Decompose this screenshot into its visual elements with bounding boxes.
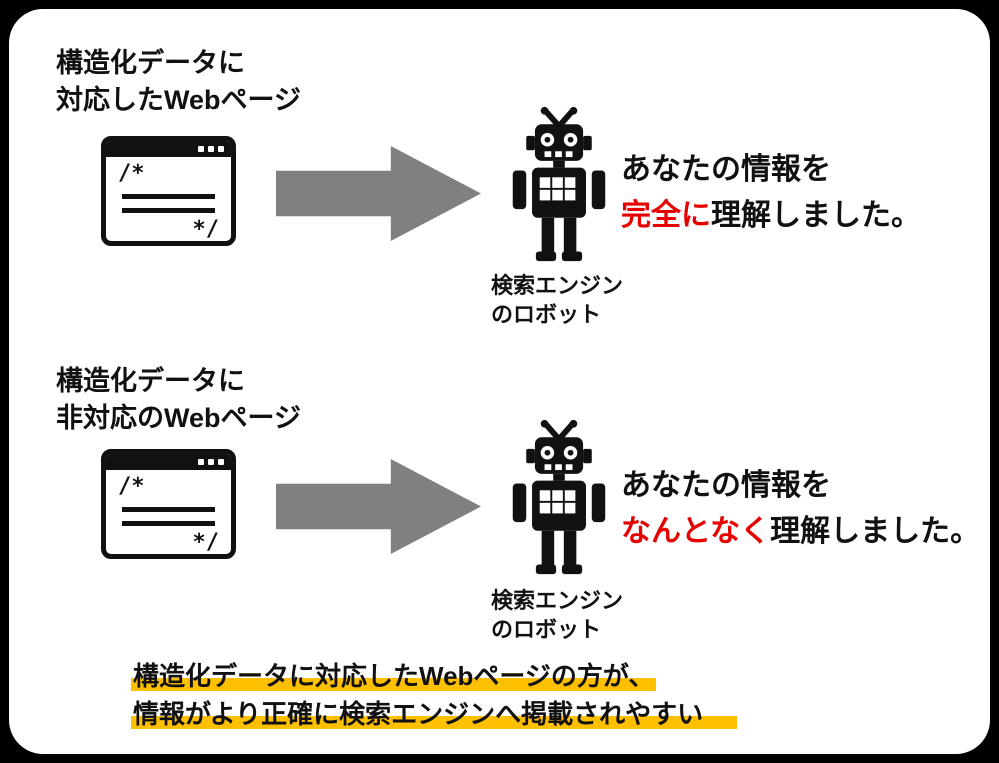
row1-heading: 構造化データに 対応したWebページ [56,45,301,119]
result-emphasis: なんとなく [621,515,771,548]
window-dot-icon [218,459,224,465]
row2-heading: 構造化データに 非対応のWebページ [56,363,301,437]
browser-content: /* */ [106,470,231,555]
result-line1: あなたの情報を [621,469,831,502]
robot-icon [506,419,612,577]
window-dot-icon [208,459,214,465]
window-dot-icon [208,146,214,152]
browser-titlebar [106,454,231,470]
robot-caption: 検索エンジン のロボット [491,271,623,329]
conclusion-line2: 情報がより正確に検索エンジンへ掲載されやすい [131,695,738,733]
browser-titlebar [106,141,231,157]
window-dot-icon [198,459,204,465]
robot-caption-line2: のロボット [491,617,602,642]
result-emphasis: 完全に [621,199,711,232]
right-arrow-icon [276,459,481,554]
conclusion: 構造化データに対応したWebページの方が、 情報がより正確に検索エンジンへ掲載さ… [131,657,738,733]
row2-heading-line2: 非対応のWebページ [56,403,301,433]
code-line [122,194,215,199]
highlighted-text: 情報がより正確に検索エンジンへ掲載されやすい [131,699,738,729]
highlighted-text: 構造化データに対応したWebページの方が、 [131,661,657,691]
code-line [122,208,215,213]
row1-result: あなたの情報を 完全に理解しました。 [621,147,921,239]
row2-result: あなたの情報を なんとなく理解しました。 [621,463,980,555]
window-dot-icon [198,146,204,152]
robot-caption: 検索エンジン のロボット [491,586,623,644]
row1-heading-line2: 対応したWebページ [56,85,301,115]
robot-icon [506,106,612,264]
robot-caption-line1: 検索エンジン [491,588,624,613]
robot-caption-line2: のロボット [491,302,602,327]
browser-content: /* */ [106,157,231,242]
result-line2: なんとなく理解しました。 [621,509,980,555]
webpage-icon: /* */ [101,136,236,246]
card: 構造化データに 対応したWebページ /* */ [9,9,990,754]
row2-heading-line1: 構造化データに [56,366,245,396]
code-open-comment: /* [118,474,145,499]
code-close-comment: */ [192,530,220,555]
result-line1: あなたの情報を [621,153,831,186]
result-rest: 理解しました。 [770,515,981,548]
code-open-comment: /* [118,161,145,186]
result-rest: 理解しました。 [711,199,921,232]
right-arrow-icon [276,146,481,241]
result-line2: 完全に理解しました。 [621,193,921,239]
webpage-icon: /* */ [101,449,236,559]
code-line [122,507,215,512]
robot-caption-line1: 検索エンジン [491,273,624,298]
row1-heading-line1: 構造化データに [56,48,245,78]
code-close-comment: */ [192,217,220,242]
code-line [122,521,215,526]
conclusion-line1: 構造化データに対応したWebページの方が、 [131,657,737,695]
window-dot-icon [218,146,224,152]
